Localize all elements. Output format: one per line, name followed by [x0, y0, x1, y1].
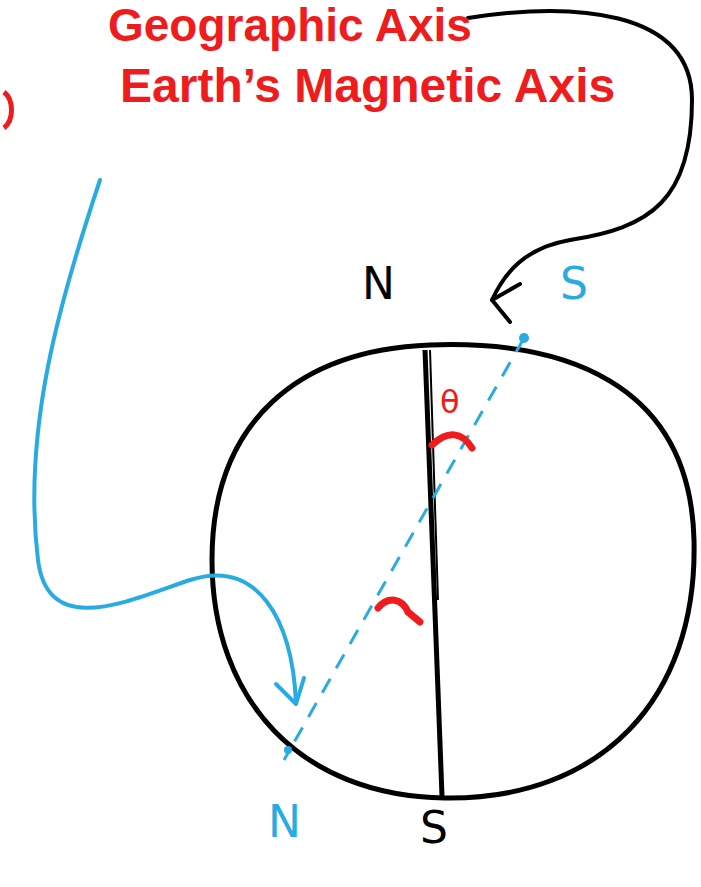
arrow-head [276, 678, 304, 704]
geographic-axis-stroke [430, 350, 438, 600]
magnetic-pole-dot [284, 746, 292, 754]
leader-arrow [468, 11, 692, 300]
arrow-head [492, 284, 520, 322]
pole-letter: N [268, 800, 301, 844]
pole-letter: N [362, 262, 395, 306]
earth-outline [212, 345, 694, 798]
number-fragment [4, 92, 12, 128]
angle-arc [378, 600, 420, 622]
angle-arc [432, 435, 472, 448]
magnetic-axis [284, 338, 524, 760]
pole-letter: S [420, 806, 448, 850]
axis-title: Earth’s Magnetic Axis [120, 62, 615, 110]
axis-title: Geographic Axis [108, 2, 472, 48]
magnetic-pole-dot [519, 333, 529, 343]
geographic-axis [425, 350, 442, 796]
angle-symbol: θ [440, 386, 460, 418]
leader-arrow [34, 180, 296, 702]
pole-letter: S [560, 262, 588, 306]
